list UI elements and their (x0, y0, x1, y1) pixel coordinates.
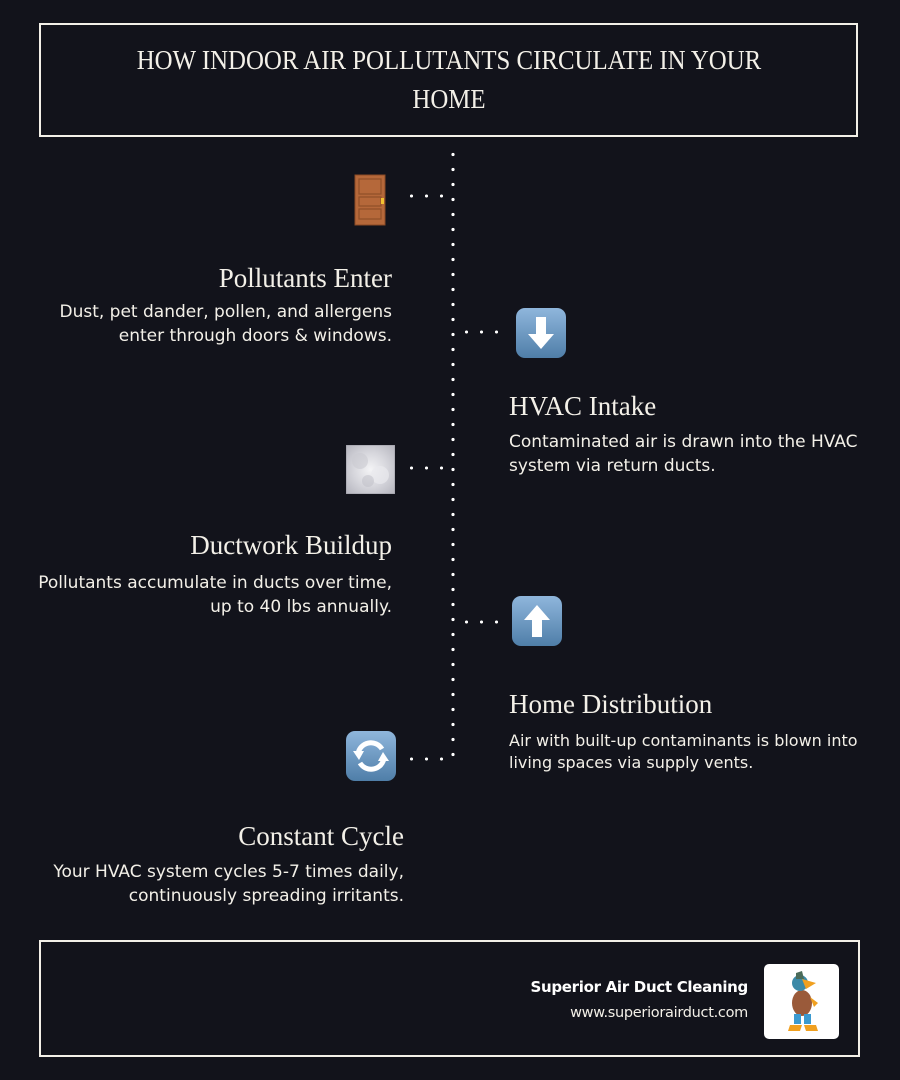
down-arrow-icon (515, 307, 567, 359)
footer-box: Superior Air Duct Cleaning www.superiora… (39, 940, 860, 1057)
step-title: HVAC Intake (509, 391, 657, 421)
connector-dots (404, 466, 449, 470)
up-arrow-icon (511, 595, 563, 647)
step-description: Your HVAC system cycles 5-7 times daily,… (53, 862, 404, 906)
connector-dots (459, 620, 504, 624)
step-title: Pollutants Enter (218, 263, 392, 293)
company-name: Superior Air Duct Cleaning (530, 978, 748, 996)
step-title: Constant Cycle (238, 821, 404, 851)
page-title: HOW INDOOR AIR POLLUTANTS CIRCULATE IN Y… (136, 45, 761, 114)
connector-dots (459, 330, 504, 334)
connector-dots (404, 757, 449, 761)
door-icon (354, 174, 386, 226)
title-box: HOW INDOOR AIR POLLUTANTS CIRCULATE IN Y… (39, 23, 858, 137)
company-website[interactable]: www.superiorairduct.com (570, 1005, 748, 1021)
dust-cloud-icon (346, 445, 395, 494)
timeline-dotted-line (451, 147, 455, 763)
connector-dots (404, 194, 449, 198)
cycle-arrows-icon (345, 730, 397, 782)
step-title: Home Distribution (509, 689, 713, 719)
step-title: Ductwork Buildup (190, 530, 392, 560)
duck-mascot-logo-icon (764, 964, 839, 1039)
step-description: Dust, pet dander, pollen, and allergens … (59, 302, 392, 346)
step-description: Pollutants accumulate in ducts over time… (38, 573, 392, 617)
step-description: Air with built-up contaminants is blown … (509, 731, 858, 772)
step-description: Contaminated air is drawn into the HVAC … (509, 432, 858, 476)
